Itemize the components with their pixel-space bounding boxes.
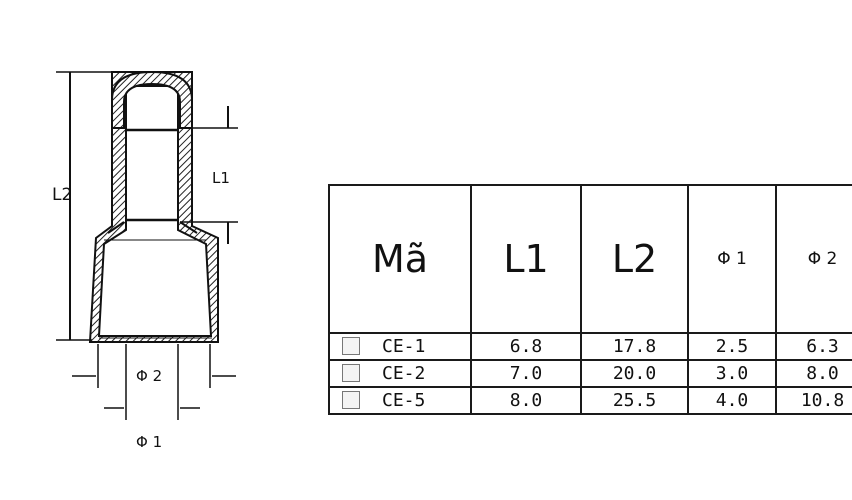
header-phi2: Φ 2 [775, 184, 852, 334]
phi1-value: 3.0 [687, 359, 777, 388]
row-checkbox[interactable] [342, 364, 360, 382]
phi1-value: 2.5 [687, 332, 777, 361]
table-header-row: Mã L1 L2 Φ 1 Φ 2 [328, 184, 852, 334]
label-l1: L1 [212, 169, 230, 187]
code-cell: CE-1 [328, 332, 472, 361]
header-l2: L2 [580, 184, 689, 334]
spec-table: Mã L1 L2 Φ 1 Φ 2 CE-1 6.8 17.8 2.5 6.3 C… [328, 184, 852, 415]
connector-dome [111, 70, 193, 129]
phi1-value: 4.0 [687, 386, 777, 415]
phi2-value: 6.3 [775, 332, 852, 361]
label-l2: L2 [52, 185, 72, 205]
row-checkbox[interactable] [342, 391, 360, 409]
table-row: CE-2 7.0 20.0 3.0 8.0 [328, 359, 852, 388]
table-row: CE-1 6.8 17.8 2.5 6.3 [328, 332, 852, 361]
l1-value: 6.8 [470, 332, 582, 361]
code-value: CE-1 [382, 336, 426, 357]
code-cell: CE-5 [328, 386, 472, 415]
l2-value: 17.8 [580, 332, 689, 361]
l2-value: 25.5 [580, 386, 689, 415]
label-phi2: Φ 2 [136, 367, 162, 385]
header-l1: L1 [470, 184, 582, 334]
l1-value: 8.0 [470, 386, 582, 415]
table-row: CE-5 8.0 25.5 4.0 10.8 [328, 386, 852, 415]
header-phi1: Φ 1 [687, 184, 777, 334]
l2-value: 20.0 [580, 359, 689, 388]
label-phi1: Φ 1 [136, 433, 162, 451]
connector-drawing: L2 L1 Φ 2 Φ 1 [52, 70, 238, 451]
code-value: CE-5 [382, 390, 426, 411]
code-cell: CE-2 [328, 359, 472, 388]
phi2-value: 8.0 [775, 359, 852, 388]
l1-value: 7.0 [470, 359, 582, 388]
header-code: Mã [328, 184, 472, 334]
phi2-value: 10.8 [775, 386, 852, 415]
row-checkbox[interactable] [342, 337, 360, 355]
code-value: CE-2 [382, 363, 426, 384]
connector-wall [88, 71, 219, 343]
